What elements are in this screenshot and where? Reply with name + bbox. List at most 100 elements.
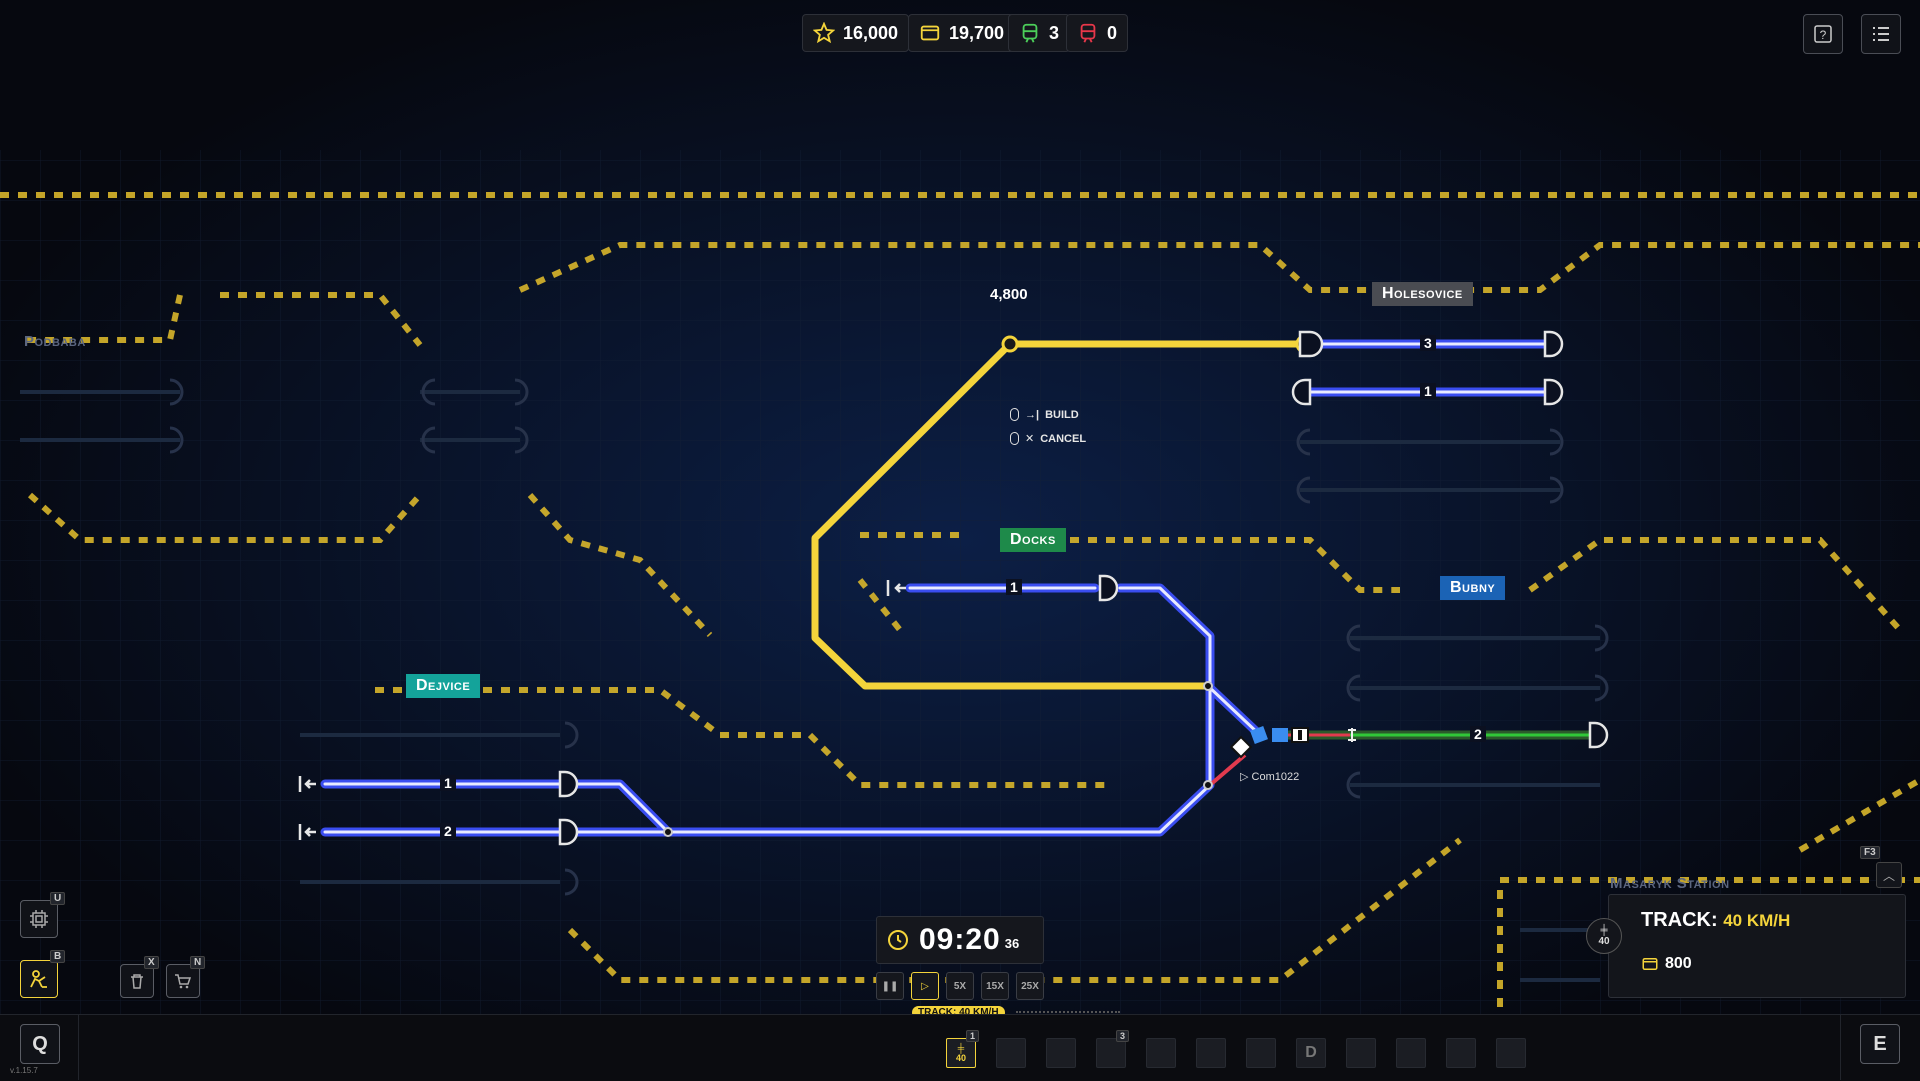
unused-tracks [20, 390, 1600, 982]
build-hint: →| BUILD [1010, 408, 1079, 421]
trash-icon [131, 974, 143, 989]
clock-time: 09:20 [919, 923, 1001, 956]
delete-button[interactable] [120, 964, 154, 998]
train-bad-icon [1080, 23, 1096, 43]
build-cost-label: 4,800 [990, 286, 1028, 303]
key-u: U [50, 892, 66, 905]
station-label-podbaba[interactable]: Podbaba [24, 333, 86, 350]
track-badge-icon: ╪ [1600, 925, 1608, 936]
cancel-hint: ✕ CANCEL [1010, 432, 1086, 445]
unused-buffers [169, 378, 1609, 896]
play-small-icon: ▷ [1240, 771, 1252, 783]
toolbar-divider [1840, 1014, 1841, 1080]
tool-slot[interactable] [1246, 1038, 1276, 1068]
slot-count-1: 1 [966, 1030, 980, 1042]
help-icon: ? [1814, 25, 1832, 43]
list-icon [1873, 27, 1889, 41]
menu-button[interactable] [1861, 14, 1901, 54]
tool-slot[interactable] [1496, 1038, 1526, 1068]
mouse-right-icon [1010, 432, 1019, 445]
station-label-holesovice[interactable]: Holesovice [1372, 282, 1473, 306]
track-info-panel: TRACK: 40 KM/H 800 [1608, 894, 1906, 998]
slot-count-3: 3 [1116, 1030, 1130, 1042]
tool-slot[interactable] [1446, 1038, 1476, 1068]
toolbar-divider [78, 1014, 79, 1080]
play-button[interactable]: ▷ [911, 972, 939, 1000]
train-name: Com1022 [1251, 771, 1300, 783]
key-b: B [50, 950, 66, 963]
pause-icon: ❚❚ [881, 980, 899, 992]
station-label-docks[interactable]: Docks [1000, 528, 1066, 552]
key-f3: F3 [1860, 846, 1880, 859]
tool-slot[interactable] [1396, 1038, 1426, 1068]
speed-25x-button[interactable]: 25X [1016, 972, 1044, 1000]
wallet-icon [1642, 958, 1658, 970]
tool-slot[interactable] [1346, 1038, 1376, 1068]
tool-slot[interactable] [1196, 1038, 1226, 1068]
key-x: X [144, 956, 159, 969]
cancel-hint-label: CANCEL [1040, 432, 1087, 445]
money-value: 19,700 [949, 22, 1005, 43]
buffer-icon: D [1305, 1044, 1317, 1061]
track-speed-badge: ╪ 40 [1586, 918, 1622, 954]
wallet-icon [920, 25, 940, 41]
shop-button[interactable] [166, 964, 200, 998]
key-n: N [190, 956, 206, 969]
station-label-masaryk[interactable]: Masaryk Station [1610, 875, 1730, 892]
speed-15x-button[interactable]: 15X [981, 972, 1009, 1000]
platform-number: 2 [1470, 726, 1486, 742]
chip-icon [30, 910, 48, 928]
track-badge-value: 40 [1598, 936, 1610, 947]
tool-slot[interactable] [1096, 1038, 1126, 1068]
tool-slot-track-40[interactable]: ╪40 [946, 1038, 976, 1068]
platform-number: 1 [1006, 579, 1022, 595]
platform-number: 2 [440, 823, 456, 839]
train-label[interactable]: ▷ Com1022 [1240, 770, 1299, 783]
chevron-up-icon: ︿ [1882, 868, 1895, 883]
station-label-bubny[interactable]: Bubny [1440, 576, 1506, 600]
trains-bad-value: 0 [1107, 22, 1118, 43]
cart-icon [175, 974, 192, 989]
tool-slot[interactable] [996, 1038, 1026, 1068]
star-icon [813, 22, 835, 44]
settings-chip-button[interactable] [20, 900, 58, 938]
pause-button[interactable]: ❚❚ [876, 972, 904, 1000]
platform-number: 1 [440, 775, 456, 791]
track-info-title-label: TRACK: [1641, 909, 1718, 931]
construction-track [811, 340, 1309, 690]
track-info-speed: 40 KM/H [1723, 911, 1791, 930]
track-tool-value: 40 [955, 1053, 966, 1063]
platform-entry-arrows [298, 580, 906, 840]
game-clock: 09:20 36 [876, 916, 1044, 964]
stars-value: 16,000 [843, 22, 899, 43]
clock-icon [888, 930, 908, 950]
platform-number: 3 [1420, 335, 1436, 351]
junction-node [1203, 780, 1213, 790]
collapse-panel-button[interactable]: ︿ [1876, 862, 1902, 888]
switch-red [1208, 753, 1247, 787]
speed-5x-button[interactable]: 5X [946, 972, 974, 1000]
mouse-left-icon [1010, 408, 1019, 421]
track-chip-dots [1016, 1011, 1120, 1013]
trains-ok-value: 3 [1049, 22, 1060, 43]
track-info-title: TRACK: 40 KM/H [1641, 909, 1790, 932]
help-button[interactable]: ? [1803, 14, 1843, 54]
junction-node [1203, 681, 1213, 691]
svg-text:?: ? [1820, 28, 1827, 42]
version-label: v.1.15.7 [10, 1066, 38, 1075]
build-tool-button[interactable] [20, 960, 58, 998]
track-info-cost-value: 800 [1665, 955, 1692, 972]
key-e-button[interactable]: E [1860, 1024, 1900, 1064]
clock-seconds: 36 [1004, 935, 1020, 951]
key-q-button[interactable]: Q [20, 1024, 60, 1064]
money-counter: 19,700 [908, 14, 1016, 52]
tool-slot[interactable] [1146, 1038, 1176, 1068]
trains-ok-counter: 3 [1008, 14, 1071, 52]
station-label-dejvice[interactable]: Dejvice [406, 674, 481, 698]
tool-slot[interactable] [1046, 1038, 1076, 1068]
build-node-start [1001, 335, 1019, 353]
trains-bad-counter: 0 [1066, 14, 1129, 52]
train-ok-icon [1022, 23, 1038, 43]
tool-slot-buffer[interactable]: D [1296, 1038, 1326, 1068]
